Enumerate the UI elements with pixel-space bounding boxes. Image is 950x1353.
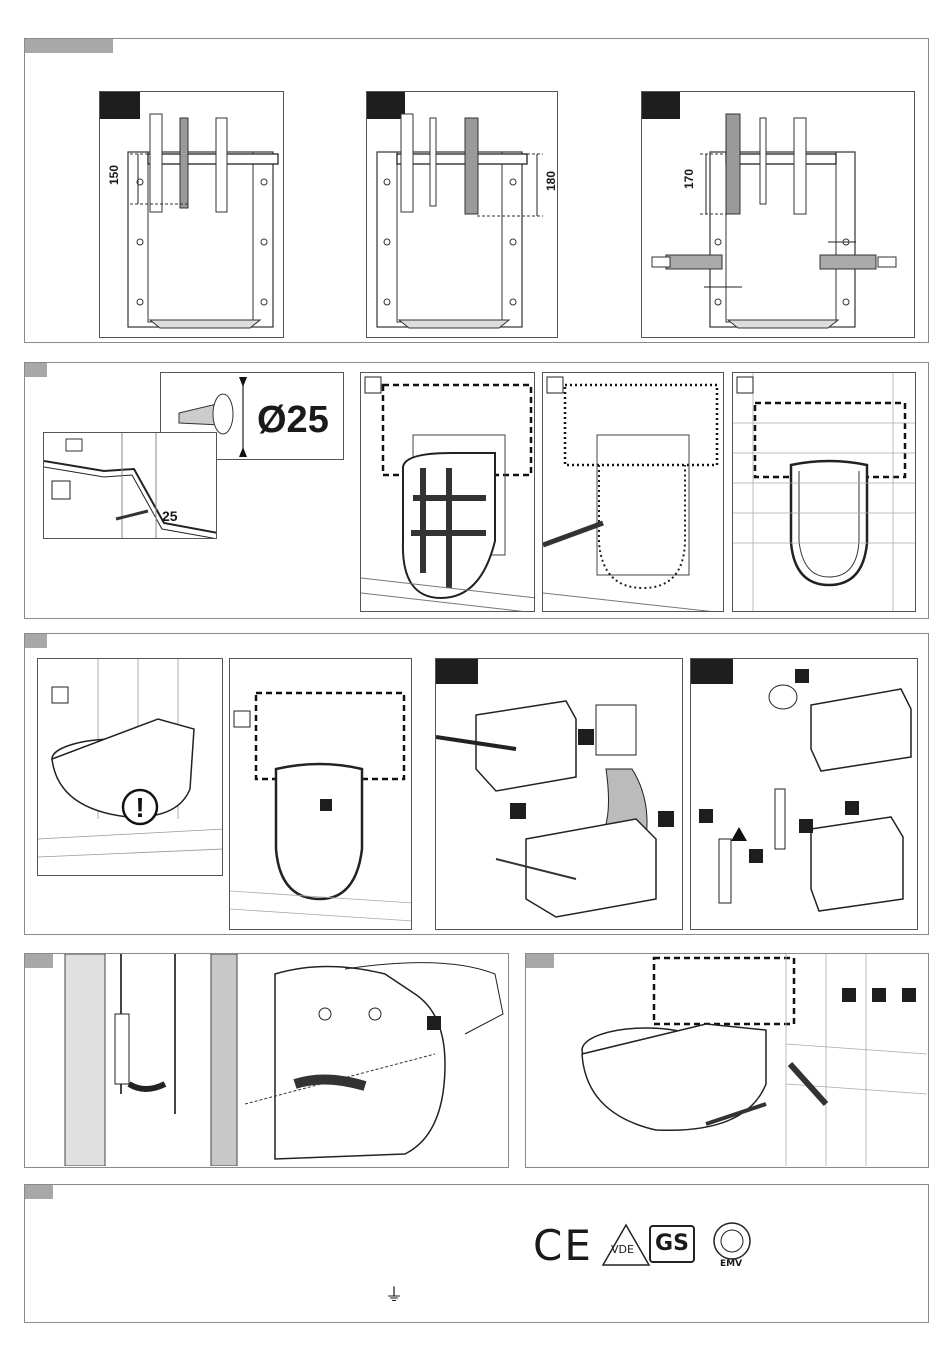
section-3-tag (25, 634, 47, 648)
section-6-certifications: CE VDE GS EMV ⏚ (24, 1184, 929, 1323)
inlet-connection (690, 658, 918, 930)
frame-a-drawing (100, 92, 284, 338)
toilet-warning-drawing: ! (38, 659, 223, 876)
section-4-connection-detail (24, 953, 509, 1168)
step-2-drawing (543, 373, 724, 612)
svg-text:!: ! (135, 792, 144, 823)
section-3-toilet-mounting: ! (24, 633, 929, 935)
wall-detail-drawing (44, 433, 217, 539)
step-template-fixing-3 (732, 372, 916, 612)
gs-mark: GS (649, 1225, 695, 1263)
section-2-wall-fixing: Ø25 25 (24, 362, 929, 619)
section-5-final-assembly (525, 953, 929, 1168)
frame-b-drawing (367, 92, 558, 338)
dimension-150: 150 (107, 165, 121, 185)
inlet-drawing (691, 659, 918, 930)
frame-diagram-c: 170 (641, 91, 915, 338)
pump-hose-drawing (436, 659, 683, 930)
final-assembly-drawing (526, 954, 927, 1166)
section-1-tag (25, 39, 113, 53)
connection-detail-drawing (25, 954, 507, 1166)
emv-mark: EMV (709, 1221, 755, 1269)
step-template-fixing-2 (542, 372, 724, 612)
pump-hose-connection (435, 658, 683, 930)
step-1-drawing (361, 373, 535, 612)
dimension-180: 180 (544, 171, 558, 191)
depth-label: 25 (162, 508, 178, 524)
wall-toilet-warning: ! (37, 658, 223, 876)
template-removal (229, 658, 412, 930)
frame-diagram-a: 150 (99, 91, 284, 338)
section-1-frame-dimensions: 150 180 (24, 38, 929, 343)
frame-diagram-b: 180 (366, 91, 558, 338)
dimension-170: 170 (682, 169, 696, 189)
emv-mark-label: EMV (720, 1259, 742, 1269)
template-removal-drawing (230, 659, 412, 930)
section-2-tag (25, 363, 47, 377)
vde-mark: VDE (601, 1223, 651, 1267)
earth-ground-symbol: ⏚ (385, 1281, 403, 1307)
wall-cut-detail: 25 (43, 432, 217, 539)
step-3-drawing (733, 373, 916, 612)
frame-c-drawing (642, 92, 915, 338)
diameter-label: Ø25 (257, 399, 329, 442)
gs-mark-label: GS (655, 1231, 689, 1256)
section-6-tag (25, 1185, 53, 1199)
vde-mark-label: VDE (611, 1243, 634, 1256)
ce-mark: CE (533, 1221, 593, 1270)
step-template-fixing-1 (360, 372, 535, 612)
